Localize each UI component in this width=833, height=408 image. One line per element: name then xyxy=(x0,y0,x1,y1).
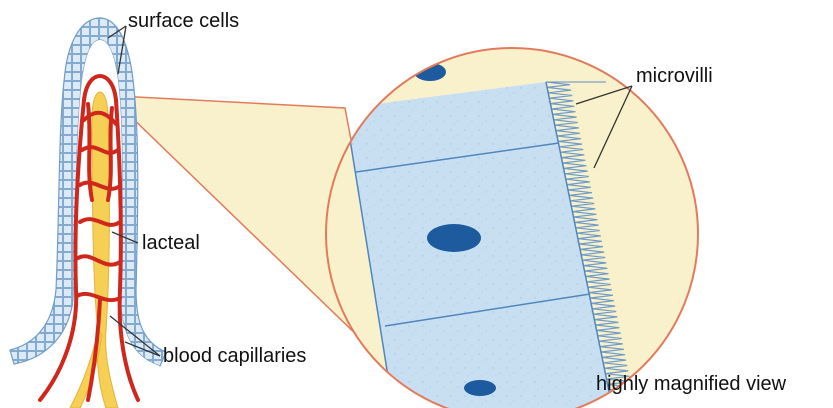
label-magnified-view: highly magnified view xyxy=(596,373,787,395)
label-surface-cells: surface cells xyxy=(128,10,239,32)
label-microvilli: microvilli xyxy=(636,65,713,87)
label-blood-capillaries: blood capillaries xyxy=(163,345,306,367)
nucleus-middle xyxy=(427,224,481,252)
label-lacteal: lacteal xyxy=(142,232,200,254)
nucleus-bottom xyxy=(464,380,496,396)
